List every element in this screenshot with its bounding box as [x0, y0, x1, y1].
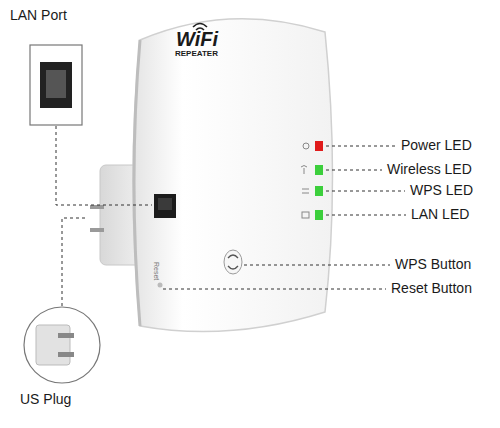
us-plug-prong	[58, 352, 74, 357]
part-label: WPS LED	[410, 183, 473, 198]
repeater-body	[133, 19, 333, 332]
us-plug-inset	[24, 307, 100, 383]
part-label: WPS Button	[395, 257, 471, 272]
lan-port-inner	[158, 198, 172, 210]
plug-prong	[90, 228, 104, 232]
lan-port	[154, 194, 176, 218]
part-label: Wireless LED	[387, 162, 472, 177]
led-icons	[301, 143, 309, 218]
plug-prong	[90, 205, 104, 209]
reset-hole	[158, 283, 163, 288]
logo-text: REPEATER	[175, 50, 218, 59]
wps-led	[315, 186, 323, 196]
power-led	[315, 141, 323, 151]
lan-led	[315, 210, 323, 220]
wps-button	[224, 250, 242, 274]
button-label: Reset	[152, 262, 160, 280]
us-plug-prong	[58, 333, 74, 338]
body-edge	[134, 40, 140, 326]
part-label: US Plug	[20, 392, 71, 407]
lan-port-detail	[40, 62, 72, 108]
wireless-led	[315, 165, 323, 175]
logo-text: WiFi	[176, 28, 218, 50]
lan-port-detail	[50, 98, 62, 104]
part-label: LAN Port	[10, 8, 67, 23]
part-label: Power LED	[401, 138, 472, 153]
us-plug-detail	[36, 325, 70, 365]
lan-port-inset	[30, 45, 82, 125]
part-label: LAN LED	[411, 207, 469, 222]
part-label: Reset Button	[391, 281, 472, 296]
lan-port-detail	[46, 70, 66, 98]
leader-lines	[56, 126, 406, 306]
wps-icon	[228, 255, 238, 269]
